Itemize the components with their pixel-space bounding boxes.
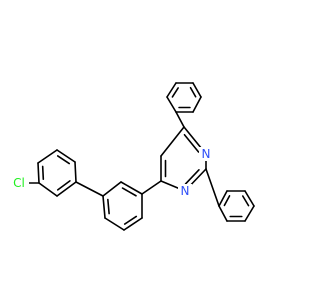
bond-mB-mC <box>102 181 122 197</box>
bond-cC-cD <box>37 162 40 184</box>
bond-cB-cC <box>38 182 58 197</box>
bond-mC-cA <box>75 181 104 197</box>
molecule-structure: Cl N N <box>9 82 255 231</box>
atom-cl: Cl <box>9 176 29 190</box>
nitrogen-label-n1: N <box>202 147 211 161</box>
bond-mC-mD <box>102 195 106 219</box>
bond-inner-cA-cB <box>56 180 71 191</box>
bond-c4-mA <box>141 180 162 195</box>
bond-mA-mB <box>120 181 143 195</box>
bond-cF-cA <box>74 161 77 183</box>
bond-ph1f-ph1a <box>166 82 177 98</box>
bond-cA-cB <box>56 181 77 197</box>
bond-inner-ph2b-ph2c <box>241 195 250 207</box>
bond-inner-mE-mF <box>123 215 138 225</box>
bond-ph2b-ph2c <box>244 190 255 207</box>
bond-inner-mA-mB <box>121 187 137 197</box>
bond-cD-cE <box>37 149 58 164</box>
bond-layer <box>18 82 255 231</box>
atom-n3: N <box>178 184 192 198</box>
bond-inner-cC-cD <box>41 165 45 180</box>
bond-inner-cE-cF <box>56 155 71 165</box>
bond-ph1c-ph1d <box>192 96 202 113</box>
chlorine-label: Cl <box>13 176 25 190</box>
bond-inner-mC-mD <box>107 198 110 215</box>
bond-ph1e-ph1f <box>166 96 177 113</box>
bond-inner-ph1b-ph1c <box>189 86 197 98</box>
bond-inner-ph1f-ph1a <box>171 87 179 98</box>
bond-ph1b-ph1c <box>192 82 202 98</box>
atom-n1: N <box>199 147 213 161</box>
nitrogen-label-n3: N <box>181 184 190 198</box>
bond-inner-c6-n1 <box>183 133 200 153</box>
bond-mE-mF <box>123 217 143 231</box>
bond-ph2c-ph2d <box>244 205 255 222</box>
bond-inner-c2-n3 <box>184 169 200 185</box>
bond-mD-mE <box>104 217 125 231</box>
bond-ph2e-ph2f <box>218 205 228 222</box>
bond-ph2f-ph2a <box>218 190 228 207</box>
bond-cE-cF <box>56 149 76 163</box>
bond-ph1e-c6 <box>175 111 185 128</box>
bond-c2-ph2f <box>205 168 220 207</box>
atom-label-layer: Cl N N <box>9 147 213 198</box>
bond-c5-c6 <box>160 126 185 157</box>
bond-inner-ph2f-ph2a <box>223 195 231 207</box>
